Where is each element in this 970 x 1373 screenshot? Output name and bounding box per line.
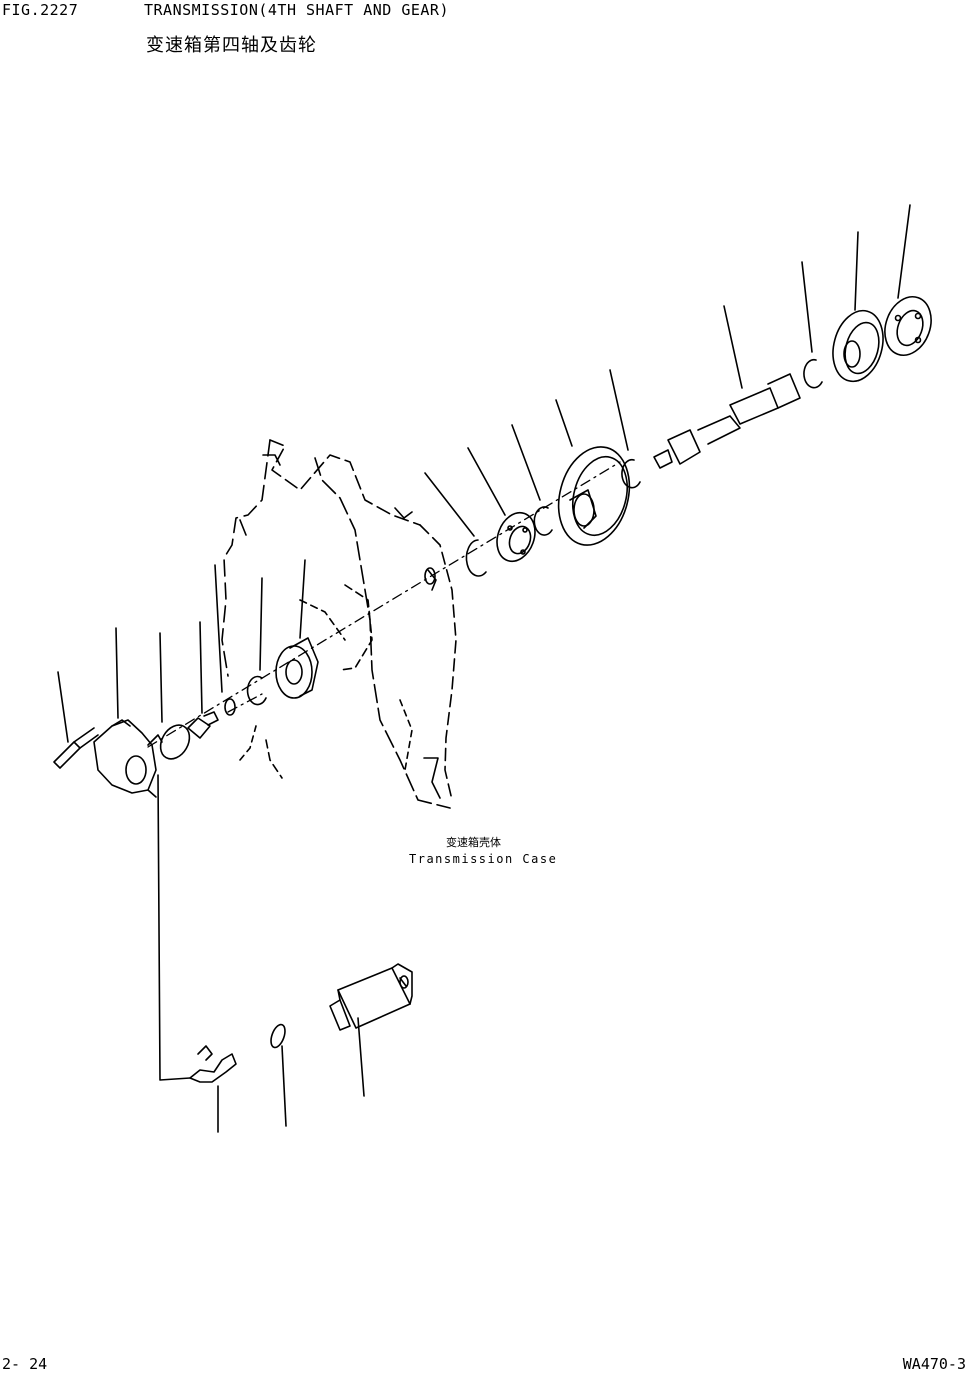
- arrow-part: [147, 734, 163, 746]
- model-code: WA470-3: [902, 1355, 966, 1373]
- cover-housing-part: [93, 719, 157, 798]
- shaft-centerline-lower: [227, 693, 263, 713]
- shaft-centerline: [147, 461, 621, 748]
- leader-lines: [57, 204, 911, 1133]
- gear-part: [832, 309, 884, 383]
- large-gear-part: [557, 446, 631, 546]
- snap-ring-part: [246, 675, 267, 706]
- figure-title-chinese: 变速箱第四轴及齿轮: [146, 35, 317, 56]
- lower-o-ring-part: [270, 1023, 286, 1049]
- shaft-part: [653, 373, 801, 469]
- snap-ring-part-2: [465, 539, 487, 577]
- case-label-english: Transmission Case: [409, 852, 558, 866]
- o-ring-part: [159, 724, 191, 760]
- bearing-part-right: [884, 296, 932, 356]
- page-number: 2- 24: [2, 1355, 48, 1373]
- snap-ring-part-4: [621, 458, 641, 489]
- figure-number: FIG.2227: [2, 1, 79, 19]
- elbow-fitting-part: [189, 1045, 237, 1083]
- bearing-part: [496, 511, 536, 563]
- small-gear-part: [275, 637, 319, 699]
- sensor-part: [329, 963, 413, 1031]
- washer-part: [224, 698, 236, 716]
- connector-line: [157, 774, 191, 1081]
- transmission-case-outline: [221, 439, 457, 809]
- snap-ring-part-3: [533, 506, 553, 536]
- bolt-part: [53, 727, 99, 769]
- snap-ring-part-5: [803, 358, 823, 389]
- plug-part: [187, 711, 219, 739]
- figure-title-english: TRANSMISSION(4TH SHAFT AND GEAR): [144, 1, 449, 19]
- case-label-chinese: 变速箱壳体: [446, 836, 501, 849]
